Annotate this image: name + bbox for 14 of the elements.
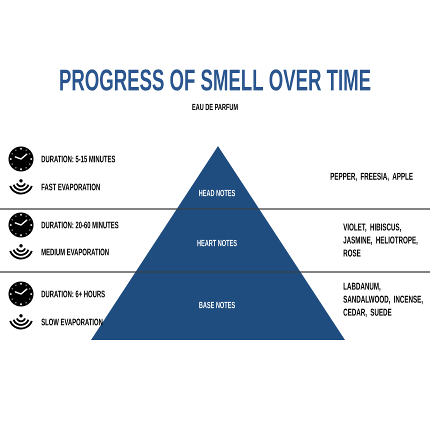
evaporation-label: MEDIUM EVAPORATION (42, 248, 109, 256)
notes-list: VIOLET, HIBISCUS, JASMINE, HELIOTROPE, ROSE (343, 223, 418, 257)
notes-list: PEPPER, FREESIA, APPLE (330, 172, 413, 182)
node-label: BASE NOTES (199, 302, 235, 308)
duration-label: DURATION: 20-60 MINUTES (42, 222, 118, 228)
pyramid-section: HEAD NOTES (177, 146, 259, 208)
pyramid-section: HEART NOTES (136, 210, 300, 272)
node-label: HEART NOTES (197, 240, 237, 246)
notes-list: LABDANUM, SANDALWOOD, INCENSE, CEDAR, SUEDE (343, 282, 423, 318)
subtitle: EAU DE PARFUM (192, 104, 238, 110)
node-label: HEAD NOTES (199, 190, 236, 196)
duration-label: DURATION: 5-15 MINUTES (42, 156, 116, 162)
evaporation-label: FAST EVAPORATION (42, 184, 100, 190)
title: PROGRESS OF SMELL OVER TIME (60, 69, 370, 91)
